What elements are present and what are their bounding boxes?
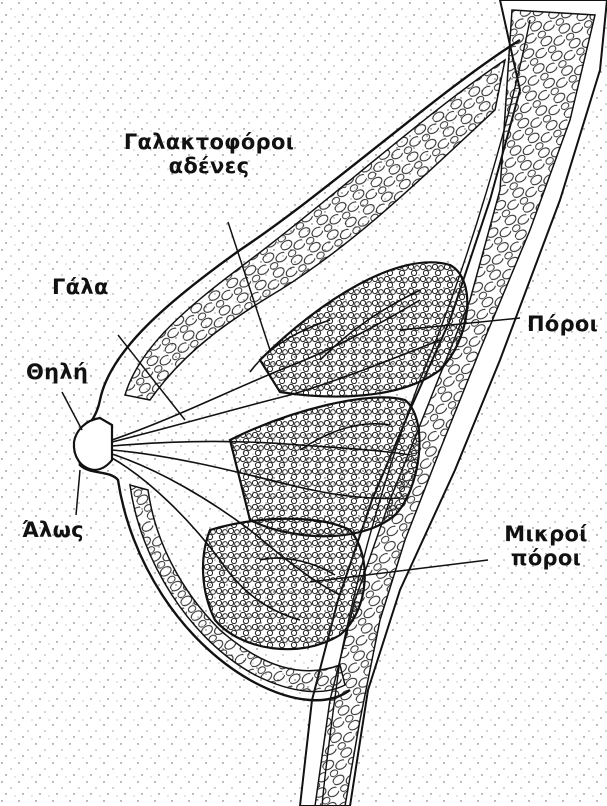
label-galaktofori-line1: Γαλακτοφόροι — [104, 130, 314, 154]
label-mikroi-line1: Μικροί — [486, 522, 606, 546]
label-mikroi-poroi: Μικροί πόροι — [486, 522, 606, 570]
label-galaktofori-line2: αδένες — [104, 154, 314, 178]
lower-lobe — [203, 519, 365, 649]
label-galaktofori-adenes: Γαλακτοφόροι αδένες — [104, 130, 314, 178]
label-alos: Άλως — [22, 518, 84, 542]
label-mikroi-line2: πόροι — [486, 546, 606, 570]
label-gala: Γάλα — [52, 275, 109, 299]
label-thili: Θηλή — [26, 360, 88, 384]
label-poroi: Πόροι — [527, 312, 598, 336]
